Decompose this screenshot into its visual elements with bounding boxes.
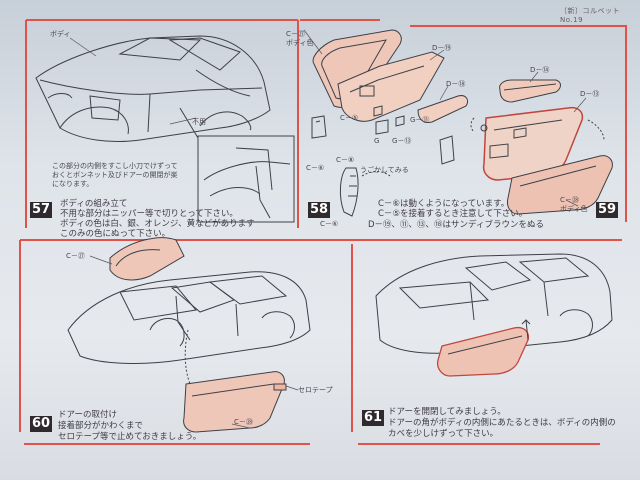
step58-door-parts: [311, 29, 469, 217]
step58-label-c6: C－⑥: [306, 164, 325, 172]
step58-label-g13: G－⑬: [392, 137, 412, 145]
step60-instruction-line3: セロテープ等で止めておきましょう。: [58, 432, 202, 442]
step58-label-c8: C－⑧: [336, 156, 355, 164]
step58-instruction-line1: C－⑥は動くようになっています。: [378, 199, 510, 209]
step57-instruction-line2: 不用な部分はニッパー等で切りとって下さい。: [60, 209, 238, 219]
step61-car-open-door: [375, 253, 613, 377]
step60-label-c28: C－㉘: [234, 418, 253, 426]
step58-label-c27: C－㉗: [286, 30, 305, 38]
panel-frames: [19, 19, 627, 445]
step57-number: 57: [30, 202, 53, 218]
step60-car-door: [67, 237, 311, 433]
step59-door-assembly: [470, 79, 613, 215]
step57-note-line2: おくとボンネット及びドアーの開閉が楽: [52, 171, 178, 179]
step59-label-d14: D－⑭: [530, 66, 550, 74]
step59-label-d13: D－⑬: [580, 90, 600, 98]
step59-label-c28: C－㉘: [560, 196, 579, 204]
step58-label-c5: C－⑤: [340, 114, 359, 122]
label-unused: 不用: [192, 118, 206, 126]
step61-instruction-line3: カベを少しけずって下さい。: [388, 429, 499, 439]
step57-car-body: [35, 35, 295, 223]
step57-instruction-line1: ボディの組み立て: [60, 199, 128, 209]
step61-instruction-line2: ドアーの角がボディの内側にあたるときは、ボディの内側の: [388, 418, 616, 428]
step58-label-g: G: [374, 137, 380, 145]
step61-number: 61: [362, 410, 385, 426]
step59-label-body-color: ボディ色: [560, 205, 588, 213]
step57-note-line1: この部分の内側をすこし小刀でけずって: [52, 162, 178, 170]
step58-instruction-line2: C－⑤を接着するとき注意して下さい。: [378, 209, 528, 219]
step58-label-d58: D－⑱: [446, 80, 466, 88]
step58-label-c6-bottom: C－⑥: [320, 220, 339, 228]
step58-number: 58: [308, 202, 331, 218]
leader-lines: [69, 29, 587, 429]
step57-instruction-line4: このみの色にぬって下さい。: [60, 229, 171, 239]
step57-note-line3: になります。: [52, 180, 94, 188]
step60-number: 60: [30, 416, 53, 432]
step60-label-tape: セロテープ: [298, 386, 333, 394]
step58-label-g11: G－⑪: [410, 116, 430, 124]
page-label: 〔新〕コルベット No.19: [560, 7, 620, 24]
step60-label-c27: C－㉗: [66, 252, 85, 260]
step60-instruction-line1: ドアーの取付け: [58, 410, 117, 420]
step60-instruction-line2: 接着部分がかわくまで: [58, 421, 144, 431]
step58-label-body-color: ボディ色: [286, 39, 314, 47]
step61-instruction-line1: ドアーを開閉してみましょう。: [388, 407, 506, 417]
label-body: ボディ: [50, 30, 71, 38]
step58-label-rotate: うごかしてみる: [360, 166, 409, 174]
step58-instruction-line3: D－⑲、⑪、⑬、⑱はサンディブラウンをぬる: [368, 220, 544, 230]
step58-label-d59: D－⑲: [432, 44, 452, 52]
step59-number: 59: [596, 202, 619, 218]
step57-instruction-line3: ボディの色は白、銀、オレンジ、黄などがあります: [60, 219, 255, 229]
